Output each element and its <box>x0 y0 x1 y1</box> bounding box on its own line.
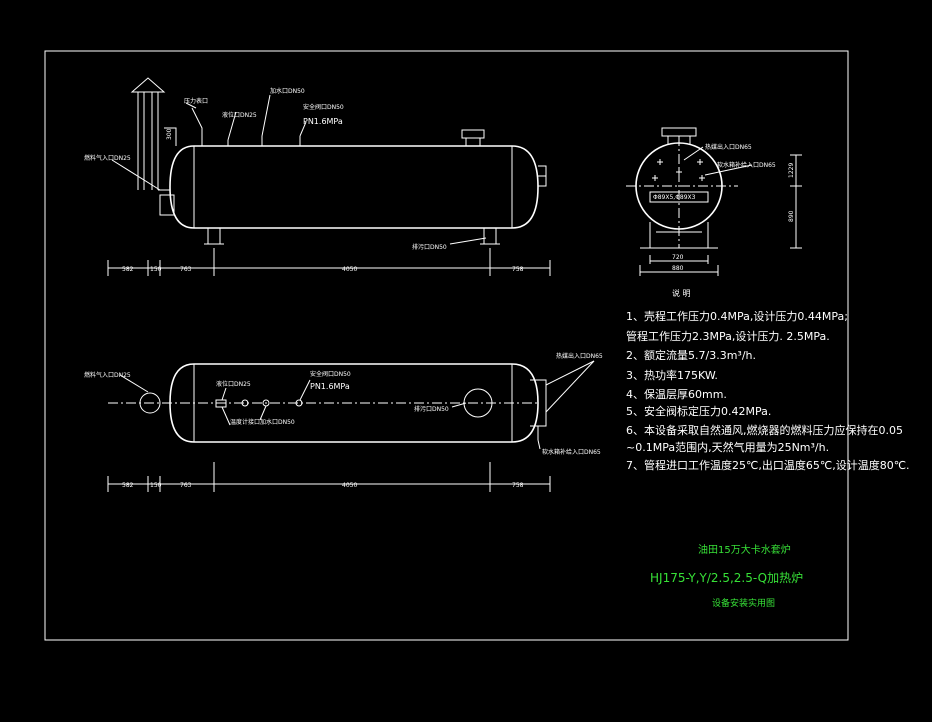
note-line-4: 3、热功率175KW. <box>626 368 718 382</box>
side-supports <box>640 222 718 249</box>
front-support-left <box>204 228 224 245</box>
front-support-right <box>480 228 500 245</box>
plan-dim-2: 150 <box>150 482 162 489</box>
front-dim-3: 763 <box>180 266 192 273</box>
side-pipe-size: Φ89X5,Φ89X3 <box>653 194 696 201</box>
front-level-gauge-label: 液位口DN25 <box>222 111 257 119</box>
plan-level-gauge-label: 液位口DN25 <box>216 380 251 388</box>
plan-manhole <box>463 388 493 418</box>
note-line-5: 4、保温层厚60mm. <box>626 387 727 401</box>
front-drain-label: 排污口DN50 <box>412 243 447 251</box>
title-block: 油田15万大卡水套炉 HJ175-Y,Y/2.5,2.5-Q加热炉 设备安装实用… <box>650 543 803 609</box>
side-view: Φ89X5,Φ89X3 热媒出入口DN65 软水箱补给入口DN65 1229 8… <box>626 127 802 276</box>
note-line-6: 5、安全阀标定压力0.42MPa. <box>626 404 771 418</box>
plan-water-fill-label: 加水口DN50 <box>260 418 295 426</box>
title-line-3: 设备安装实用图 <box>712 597 775 609</box>
side-dim-outer: 880 <box>672 265 684 272</box>
front-safety-valve-label: 安全阀口DN50 <box>303 103 344 111</box>
side-dim-total: 890 <box>788 210 795 222</box>
plan-right-head <box>511 363 539 443</box>
front-dim-2: 150 <box>150 266 162 273</box>
plan-safety-valve-pn: PN1.6MPa <box>310 382 350 391</box>
drawing-frame <box>44 50 849 641</box>
plan-dim-1: 582 <box>122 482 134 489</box>
plan-stack-circle <box>139 392 161 414</box>
burner-box <box>159 194 175 216</box>
front-water-fill-label: 加水口DN50 <box>270 87 305 95</box>
front-dim-1: 582 <box>122 266 134 273</box>
side-soft-water-label: 软水箱补给入口DN65 <box>717 161 776 169</box>
title-line-2: HJ175-Y,Y/2.5,2.5-Q加热炉 <box>650 571 803 585</box>
note-line-2: 管程工作压力2.3MPa,设计压力. 2.5MPa. <box>626 329 830 343</box>
plan-dim-5: 758 <box>512 482 524 489</box>
side-dim-top: 1229 <box>788 163 795 178</box>
plan-dim-4: 4050 <box>342 482 357 489</box>
front-dim-5: 758 <box>512 266 524 273</box>
side-heat-outlet-label: 热媒出入口DN65 <box>705 143 752 151</box>
plan-thermometer-label: 温度计接口 <box>230 418 260 426</box>
plan-heat-outlet-label: 热媒出入口DN65 <box>556 352 603 360</box>
plan-soft-water-label: 软水箱补给入口DN65 <box>542 448 601 456</box>
front-safety-valve-pn: PN1.6MPa <box>303 117 343 126</box>
front-left-head <box>169 145 195 229</box>
plan-drain-label: 排污口DN50 <box>414 405 449 413</box>
front-fuel-inlet-label: 燃料气入口DN25 <box>84 154 131 162</box>
note-line-7: 6、本设备采取自然通风,燃烧器的燃料压力应保持在0.05 <box>626 423 903 437</box>
plan-safety-valve-label: 安全阀口DN50 <box>310 370 351 378</box>
note-line-8: ~0.1MPa范围内,天然气用量为25Nm³/h. <box>626 440 829 454</box>
notes-block: 说 明 1、壳程工作压力0.4MPa,设计压力0.44MPa; 管程工作压力2.… <box>626 288 910 472</box>
plan-level-gauge-nozzle <box>215 399 227 408</box>
front-view: 300 压力表口 液位口DN25 加水口DN50 安全阀口DN50 PN1.6M… <box>84 77 551 276</box>
front-pressure-gauge-label: 压力表口 <box>184 97 208 105</box>
note-line-1: 1、壳程工作压力0.4MPa,设计压力0.44MPa; <box>626 309 848 323</box>
front-dim-4: 4050 <box>342 266 357 273</box>
exhaust-stack <box>130 77 166 190</box>
stack-dim: 300 <box>166 128 173 140</box>
front-right-head <box>511 145 539 229</box>
plan-fuel-inlet-label: 燃料气入口DN25 <box>84 371 131 379</box>
plan-dim-3: 763 <box>180 482 192 489</box>
notes-heading: 说 明 <box>672 288 691 298</box>
note-line-3: 2、额定流量5.7/3.3m³/h. <box>626 348 756 362</box>
note-line-9: 7、管程进口工作温度25℃,出口温度65℃,设计温度80℃. <box>626 458 910 472</box>
side-dim-inner: 720 <box>672 254 684 261</box>
title-line-1: 油田15万大卡水套炉 <box>698 543 791 556</box>
plan-view: 燃料气入口DN25 液位口DN25 温度计接口 加水口DN50 安全阀口DN50… <box>84 352 603 492</box>
